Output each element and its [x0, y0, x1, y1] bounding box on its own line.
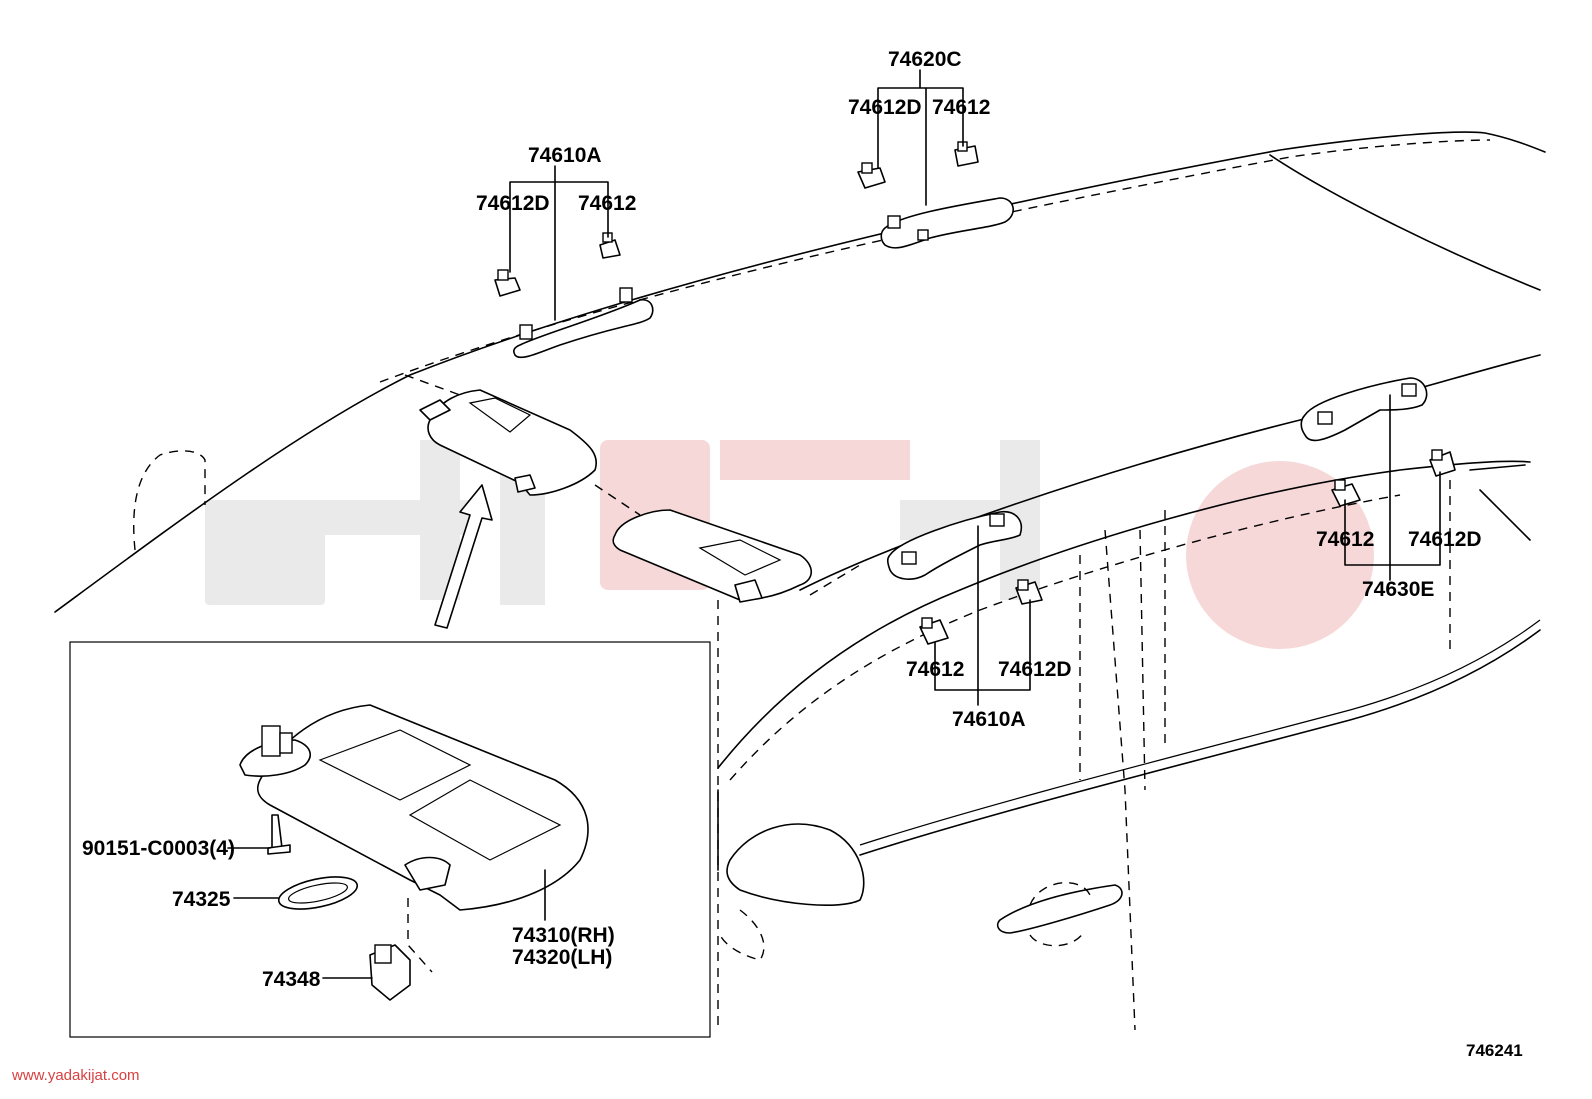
label-74612-top: 74612 [932, 96, 990, 119]
clip-74612-top [954, 141, 979, 167]
callout-arrow [434, 484, 493, 629]
label-74620c: 74620C [888, 48, 962, 71]
vehicle-body-outline [54, 131, 1546, 1031]
clip-74612d-left [494, 269, 521, 297]
clip-74612d-right [1429, 449, 1456, 477]
label-74612d-left: 74612D [476, 192, 550, 215]
clip-74612d-top [857, 162, 886, 189]
watermark-url: www.yadakijat.com [11, 1067, 140, 1084]
label-74630e: 74630E [1362, 578, 1434, 601]
part-labels: 74620C 74612D 74612 74610A 74612D 74612 … [11, 48, 1523, 1084]
screw-detail [267, 814, 291, 855]
holder-detail [369, 898, 433, 1001]
label-74612-mid: 74612 [906, 658, 964, 681]
label-screw: 90151-C0003(4) [82, 837, 235, 860]
label-74320-lh: 74320(LH) [512, 946, 612, 969]
label-74325: 74325 [172, 888, 231, 911]
label-74612-left: 74612 [578, 192, 636, 215]
clip-74612d-mid [1015, 579, 1043, 605]
clip-74612-left [599, 232, 621, 259]
sun-visor-installed-right [612, 509, 813, 603]
assist-grip-mid [886, 510, 1022, 580]
figure-number: 746241 [1466, 1041, 1523, 1060]
label-74612d-right: 74612D [1408, 528, 1482, 551]
clip-74612-mid [919, 617, 949, 645]
assist-grip-rear [1300, 377, 1428, 442]
label-74610a-mid: 74610A [952, 708, 1026, 731]
assist-grip-top [880, 197, 1014, 249]
detail-inset-frame [69, 641, 711, 1038]
sun-visor-detail [256, 704, 589, 911]
label-74610a-upper: 74610A [528, 144, 602, 167]
label-74612-right: 74612 [1316, 528, 1374, 551]
cover-detail [277, 876, 359, 910]
leader-lines [227, 69, 1441, 979]
watermark-logo [205, 430, 1374, 649]
visor-hinge-detail [239, 725, 311, 777]
sun-visor-installed-left [419, 389, 597, 496]
label-74612d-mid: 74612D [998, 658, 1072, 681]
label-74310-rh: 74310(RH) [512, 924, 615, 947]
assist-grip-front-left [513, 287, 654, 359]
label-74612d-top: 74612D [848, 96, 922, 119]
label-74348: 74348 [262, 968, 321, 991]
clip-74612-right [1331, 479, 1361, 507]
